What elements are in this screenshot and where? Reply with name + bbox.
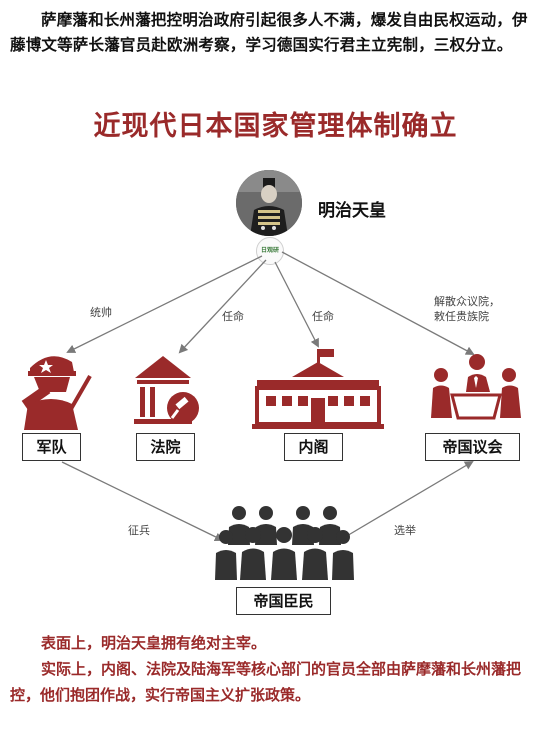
edge-emperor-cabinet bbox=[274, 261, 319, 348]
emperor-portrait bbox=[236, 170, 302, 236]
node-court: 法院 bbox=[136, 433, 195, 461]
edge-emperor-army bbox=[66, 255, 263, 353]
edge-label-command: 统帅 bbox=[90, 306, 112, 319]
edge-label-conscription: 征兵 bbox=[128, 524, 150, 537]
diagram-title: 近现代日本国家管理体制确立 bbox=[93, 111, 458, 142]
node-army: 军队 bbox=[22, 433, 81, 461]
edge-subjects-army bbox=[61, 461, 224, 541]
edge-label-election: 选举 bbox=[394, 524, 416, 537]
edge-emperor-court bbox=[178, 259, 267, 354]
summary-line-surface: 表面上，明治天皇拥有绝对主宰。 bbox=[41, 634, 267, 652]
edge-label-appoint-cabinet: 任命 bbox=[312, 310, 334, 323]
subjects-crowd-icon bbox=[215, 506, 354, 580]
node-imperial-subjects: 帝国臣民 bbox=[236, 587, 331, 615]
cabinet-building-icon bbox=[252, 349, 384, 429]
summary-line-reality: 实际上，内阁、法院及陆海军等核心部门的官员全部由萨摩藩和长州藩把控，他们抱团作战… bbox=[10, 660, 522, 704]
emperor-portrait-drawing bbox=[236, 170, 302, 236]
intro-paragraph: 萨摩藩和长州藩把控明治政府引起很多人不满，爆发自由民权运动，伊藤博文等萨长藩官员… bbox=[10, 11, 528, 54]
emperor-name: 明治天皇 bbox=[318, 201, 386, 221]
edge-label-dissolve-appoint: 解散众议院，敕任贵族院 bbox=[434, 295, 500, 323]
summary-block: 表面上，明治天皇拥有绝对主宰。 实际上，内阁、法院及陆海军等核心部门的官员全部由… bbox=[10, 630, 543, 708]
node-cabinet: 内阁 bbox=[284, 433, 343, 461]
edge-emperor-diet bbox=[281, 251, 475, 355]
edge-label-appoint-court: 任命 bbox=[222, 310, 244, 323]
watermark-seal: 日观研 bbox=[256, 237, 284, 265]
court-icon bbox=[134, 356, 199, 424]
edge-subjects-diet bbox=[339, 460, 474, 541]
soldier-icon bbox=[21, 356, 92, 430]
diet-meeting-icon bbox=[431, 354, 521, 420]
node-imperial-diet: 帝国议会 bbox=[425, 433, 520, 461]
